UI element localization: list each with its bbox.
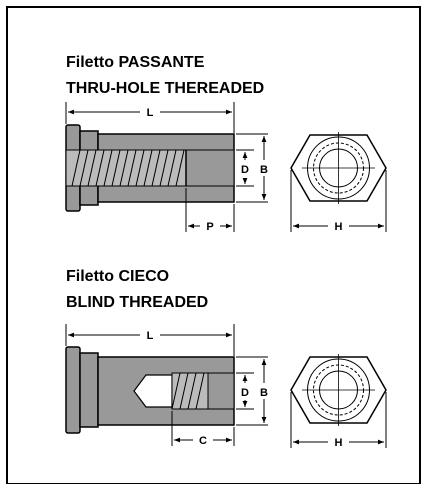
blind-section: Filetto CIECO BLIND THREADED L <box>65 268 387 449</box>
blind-end-view-hex <box>290 354 387 426</box>
blind-label-L: L <box>147 330 154 342</box>
blind-title-en: BLIND THREADED <box>66 294 208 311</box>
thru-counterbore <box>185 149 235 187</box>
thru-dim-L: L <box>65 102 235 133</box>
thru-side-view <box>65 124 235 212</box>
blind-dim-H: H <box>290 392 387 449</box>
blind-head-flange <box>65 346 81 434</box>
thru-hole-section: Filetto PASSANTE THRU-HOLE THEREADED <box>65 54 387 233</box>
blind-label-B: B <box>260 387 268 399</box>
thru-label-D: D <box>241 164 249 176</box>
thru-label-L: L <box>147 107 154 119</box>
thru-dim-P: P <box>185 188 235 233</box>
thru-title-it: Filetto PASSANTE <box>66 54 205 71</box>
blind-label-D: D <box>241 387 249 399</box>
thru-label-P: P <box>206 221 213 233</box>
thru-title-en: THRU-HOLE THEREADED <box>66 80 264 97</box>
blind-dim-L: L <box>65 324 235 356</box>
blind-thread <box>171 372 205 410</box>
thru-dim-D: D <box>236 149 254 187</box>
blind-head-collar <box>79 352 99 428</box>
thru-end-view-hex <box>290 132 387 204</box>
frame-border <box>6 6 421 484</box>
blind-label-C: C <box>199 435 207 447</box>
thru-dim-B: B <box>236 133 268 203</box>
blind-label-H: H <box>335 437 343 449</box>
blind-side-view <box>65 346 235 434</box>
thru-label-H: H <box>335 221 343 233</box>
thru-thread <box>71 149 185 187</box>
blind-title-it: Filetto CIECO <box>66 268 169 285</box>
thru-dim-H: H <box>290 170 387 233</box>
blind-dim-D: D <box>236 372 254 410</box>
blind-counterbore <box>207 372 235 410</box>
thru-label-B: B <box>260 164 268 176</box>
blind-dim-B: B <box>236 356 268 426</box>
blind-dim-C: C <box>171 411 235 447</box>
